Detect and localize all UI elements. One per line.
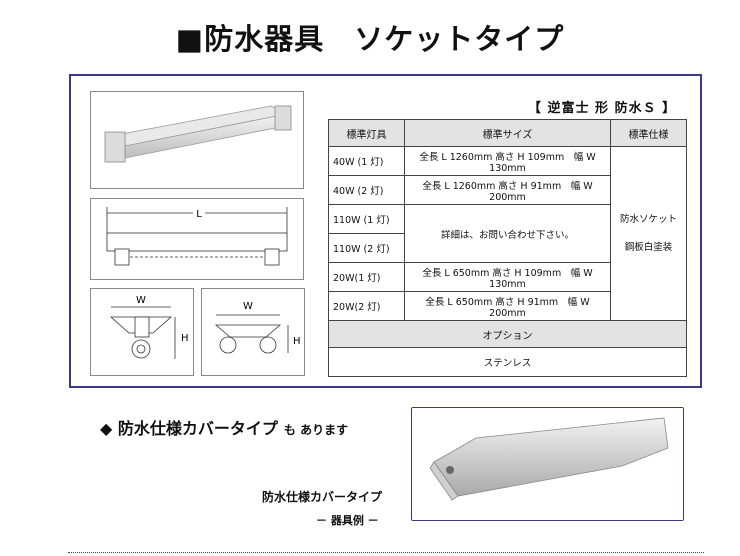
- height-label: H: [181, 333, 189, 344]
- end-view-double-diagram: W H: [201, 288, 305, 376]
- option-header-row: オプション: [328, 320, 687, 348]
- end-view-single-diagram: W H: [90, 288, 194, 376]
- fixture-cell: 110W (1 灯): [328, 204, 405, 234]
- table-header: 標準灯具: [328, 119, 405, 147]
- width-label: W: [136, 295, 146, 306]
- size-cell: 全長 L 1260mm 高さ H 109mm 幅 W 130mm: [404, 146, 611, 176]
- spec-line: 鋼板白塗装: [624, 241, 673, 253]
- promo-text: ◆ 防水仕様カバータイプも あります: [100, 415, 348, 439]
- fixture-cell: 20W(1 灯): [328, 262, 405, 292]
- length-label: L: [196, 209, 202, 220]
- size-cell: 全長 L 650mm 高さ H 109mm 幅 W 130mm: [404, 262, 611, 292]
- promo-suffix: も あります: [283, 423, 349, 437]
- fixture-cell: 110W (2 灯): [328, 233, 405, 263]
- table-row: 40W (2 灯) 全長 L 1260mm 高さ H 91mm 幅 W 200m…: [328, 175, 687, 205]
- fixture-cell: 40W (1 灯): [328, 146, 405, 176]
- caption-title: 防水仕様カバータイプ: [262, 490, 383, 504]
- product-photo: [90, 91, 304, 189]
- spec-line: 防水ソケット: [619, 213, 677, 225]
- caption-subtitle: － 器具例 －: [316, 514, 379, 527]
- option-value: ステンレス: [328, 347, 687, 377]
- page-title: ■防水器具 ソケットタイプ: [175, 22, 565, 56]
- size-cell: 全長 L 1260mm 高さ H 91mm 幅 W 200mm: [404, 175, 611, 205]
- promo-main: ◆ 防水仕様カバータイプ: [100, 419, 278, 438]
- table-row: 110W (2 灯): [328, 233, 687, 263]
- table-row: 20W(2 灯) 全長 L 650mm 高さ H 91mm 幅 W 200mm: [328, 291, 687, 321]
- size-cell: 全長 L 650mm 高さ H 91mm 幅 W 200mm: [404, 291, 611, 321]
- cover-type-photo: [411, 407, 684, 521]
- table-header-row: 標準灯具 標準サイズ 標準仕様: [328, 119, 687, 147]
- fixture-cell: 40W (2 灯): [328, 175, 405, 205]
- side-view-diagram: L: [90, 198, 304, 280]
- table-row: 40W (1 灯) 全長 L 1260mm 高さ H 109mm 幅 W 130…: [328, 146, 687, 321]
- table-header: 標準仕様: [610, 119, 687, 147]
- width-label: W: [243, 301, 253, 312]
- divider-line: [68, 552, 704, 553]
- option-row: ステンレス: [328, 347, 687, 377]
- spec-table: 標準灯具 標準サイズ 標準仕様 40W (1 灯) 全長 L 1260mm 高さ…: [328, 119, 687, 377]
- product-frame: [69, 74, 702, 388]
- table-row: 110W (1 灯) 詳細は、お問い合わせ下さい。: [328, 204, 687, 263]
- table-header: 標準サイズ: [404, 119, 611, 147]
- height-label: H: [293, 336, 301, 347]
- fixture-cell: 20W(2 灯): [328, 291, 405, 321]
- size-note-cell: 詳細は、お問い合わせ下さい。: [404, 204, 611, 263]
- option-header: オプション: [328, 320, 687, 348]
- spec-cell: 防水ソケット 鋼板白塗装: [610, 146, 687, 321]
- spec-heading: 【 逆富士 形 防水Ｓ 】: [528, 101, 677, 116]
